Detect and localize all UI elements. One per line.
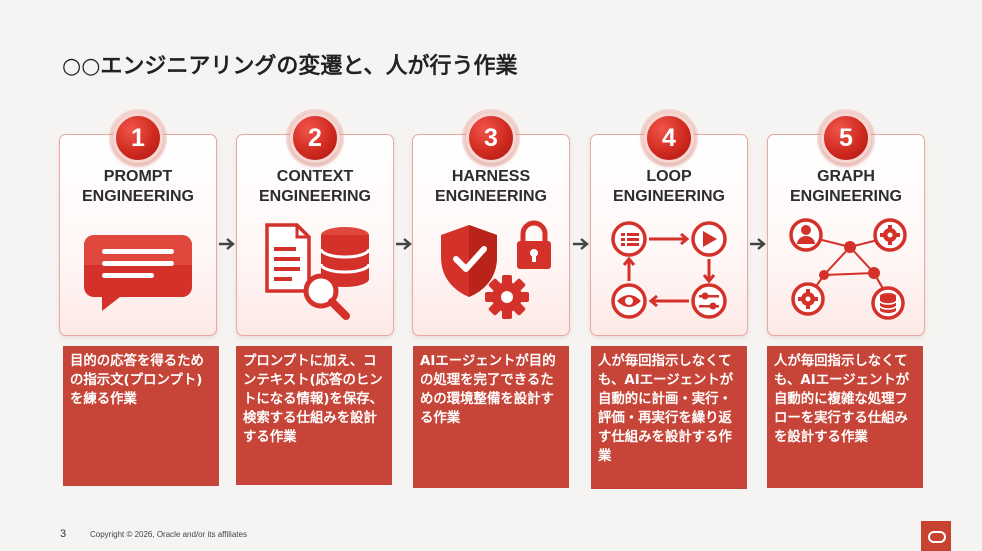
arrow-right-icon: [573, 238, 589, 250]
arrow-right-icon: [219, 238, 235, 250]
card-context-engineering: 2 CONTEXT ENGINEERING: [236, 113, 394, 336]
card-title: PROMPT ENGINEERING: [60, 167, 216, 207]
graph-network-icon: [776, 213, 916, 327]
description-box: AIエージェントが目的の処理を完了できるための環境整備を設計する作業: [413, 346, 569, 488]
description-box: プロンプトに加え、コンテキスト(応答のヒントになる情報)を保存、検索する仕組みを…: [236, 346, 392, 485]
card-title-line2: ENGINEERING: [612, 188, 725, 205]
arrow-right-icon: [396, 238, 412, 250]
step-number-badge: 2: [290, 113, 340, 163]
card-title: CONTEXT ENGINEERING: [237, 167, 393, 207]
card-title: GRAPH ENGINEERING: [768, 167, 924, 207]
description-box: 人が毎回指示しなくても、AIエージェントが自動的に計画・実行・評価・再実行を繰り…: [591, 346, 747, 489]
step-number-badge: 1: [113, 113, 163, 163]
shield-lock-gear-icon: [421, 213, 561, 327]
card-title-line2: ENGINEERING: [81, 188, 194, 205]
card-title-line2: ENGINEERING: [258, 188, 371, 205]
card-title: HARNESS ENGINEERING: [413, 167, 569, 207]
card-title-line1: CONTEXT: [276, 168, 354, 185]
card-harness-engineering: 3 HARNESS ENGINEERING: [412, 113, 570, 336]
step-number-badge: 3: [466, 113, 516, 163]
step-number-badge: 5: [821, 113, 871, 163]
slide-title: ○○エンジニアリングの変遷と、人が行う作業: [62, 54, 518, 79]
copyright-text: Copyright © 2026, Oracle and/or its affi…: [90, 530, 247, 539]
oracle-logo: [921, 521, 951, 551]
card-title-line2: ENGINEERING: [434, 188, 547, 205]
card-graph-engineering: 5 GRAPH ENGINEERING: [767, 113, 925, 336]
card-title-line1: LOOP: [646, 168, 692, 185]
chat-message-icon: [68, 213, 208, 327]
description-box: 人が毎回指示しなくても、AIエージェントが自動的に複雑な処理フローを実行する仕組…: [767, 346, 923, 488]
description-box: 目的の応答を得るための指示文(プロンプト)を練る作業: [63, 346, 219, 486]
card-loop-engineering: 4 LOOP ENGINEERING: [590, 113, 748, 336]
step-number-badge: 4: [644, 113, 694, 163]
page-number: 3: [60, 528, 67, 540]
arrow-right-icon: [750, 238, 766, 250]
card-title: LOOP ENGINEERING: [591, 167, 747, 207]
document-database-search-icon: [245, 213, 385, 327]
card-title-line1: GRAPH: [817, 168, 875, 185]
card-title-line2: ENGINEERING: [789, 188, 902, 205]
card-prompt-engineering: 1 PROMPT ENGINEERING: [59, 113, 217, 336]
loop-cycle-icon: [599, 213, 739, 327]
card-title-line1: HARNESS: [451, 168, 531, 185]
card-title-line1: PROMPT: [103, 168, 173, 185]
